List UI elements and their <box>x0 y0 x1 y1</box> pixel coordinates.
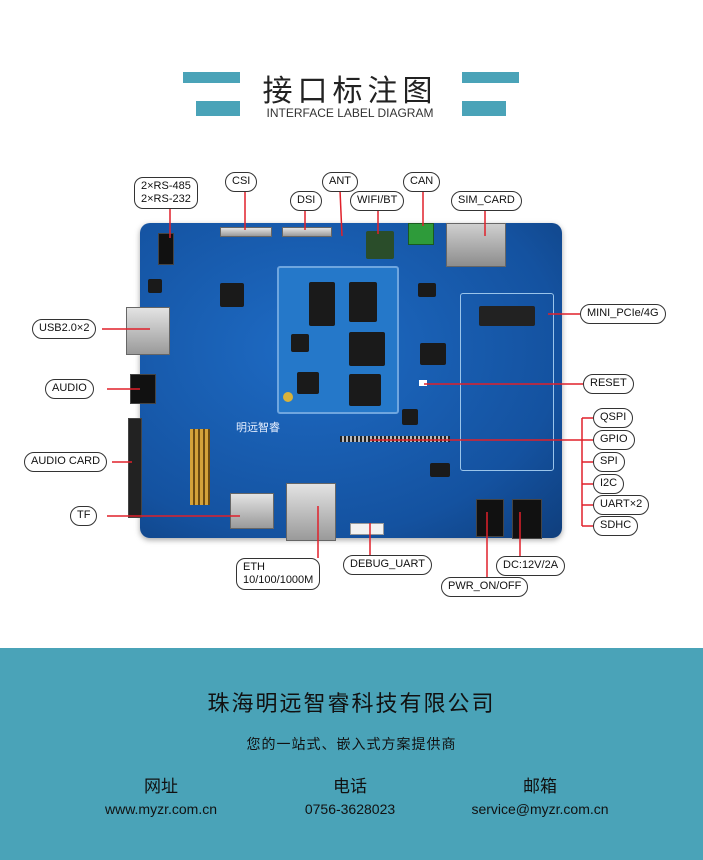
label-eth: ETH 10/100/1000M <box>236 558 321 590</box>
label-spi: SPI <box>593 452 625 472</box>
rs-header <box>158 233 174 265</box>
label-sim-card: SIM_CARD <box>451 191 522 211</box>
label-usb: USB2.0×2 <box>32 319 97 339</box>
mini-pcie-slot <box>460 293 554 471</box>
eth-port <box>286 483 336 541</box>
power-switch <box>476 499 504 537</box>
debug-uart-connector <box>350 523 384 535</box>
company-name: 珠海明远智睿科技有限公司 <box>207 692 496 717</box>
gpio-header <box>340 436 450 442</box>
footer-band <box>0 648 703 860</box>
email-label: 邮箱 <box>523 777 557 797</box>
csi-connector <box>220 227 272 237</box>
label-debug-uart: DEBUG_UART <box>343 555 432 575</box>
board-silkscreen: 明远智睿 <box>236 421 280 434</box>
label-reset: RESET <box>583 374 634 394</box>
website-link[interactable]: www.myzr.com.cn <box>104 801 217 817</box>
dev-board-image: 明远智睿 <box>126 223 562 541</box>
header-bar-left-top <box>183 72 240 83</box>
company-slogan: 您的一站式、嵌入式方案提供商 <box>246 737 457 753</box>
header-bar-right-bottom <box>462 101 506 116</box>
label-mini-pcie: MINI_PCIe/4G <box>580 304 666 324</box>
can-terminal <box>408 223 434 245</box>
label-uart: UART×2 <box>593 495 650 515</box>
contact-phone: 电话 0756-3628023 <box>250 772 450 817</box>
usb-port <box>126 307 170 355</box>
label-audio: AUDIO <box>45 379 94 399</box>
gpio-header-left-1 <box>190 429 210 479</box>
label-csi: CSI <box>225 172 258 192</box>
audio-card-connector <box>128 418 142 518</box>
label-i2c: I2C <box>593 474 625 494</box>
label-sdhc: SDHC <box>593 516 639 536</box>
label-gpio: GPIO <box>593 430 635 450</box>
gpio-header-left-2 <box>190 467 210 505</box>
label-dc-power: DC:12V/2A <box>496 556 566 576</box>
contact-website: 网址 www.myzr.com.cn <box>61 772 261 817</box>
wifi-module <box>366 231 394 259</box>
audio-jack <box>130 374 156 404</box>
email-link[interactable]: service@myzr.com.cn <box>471 801 609 817</box>
label-qspi: QSPI <box>593 408 634 428</box>
sim-card-slot <box>446 223 506 267</box>
label-pwr-on-off: PWR_ON/OFF <box>441 577 529 597</box>
label-dsi: DSI <box>290 191 323 211</box>
dc-jack <box>512 499 542 539</box>
label-rs485-rs232: 2×RS-485 2×RS-232 <box>134 177 198 209</box>
label-tf: TF <box>70 506 98 526</box>
page-title: 接口标注图 <box>262 74 438 109</box>
header-bar-right-top <box>462 72 519 83</box>
core-module <box>277 266 399 414</box>
label-can: CAN <box>403 172 441 192</box>
label-ant: ANT <box>322 172 358 192</box>
contact-email: 邮箱 service@myzr.com.cn <box>440 772 640 817</box>
label-wifi-bt: WIFI/BT <box>350 191 405 211</box>
phone-label: 电话 <box>333 777 367 797</box>
phone-number: 0756-3628023 <box>304 801 396 817</box>
page-subtitle: INTERFACE LABEL DIAGRAM <box>266 106 434 120</box>
label-audio-card: AUDIO CARD <box>24 452 108 472</box>
tf-slot <box>230 493 274 529</box>
dsi-connector <box>282 227 332 237</box>
reset-button <box>419 380 427 386</box>
website-label: 网址 <box>144 777 178 797</box>
header-bar-left-bottom <box>196 101 240 116</box>
